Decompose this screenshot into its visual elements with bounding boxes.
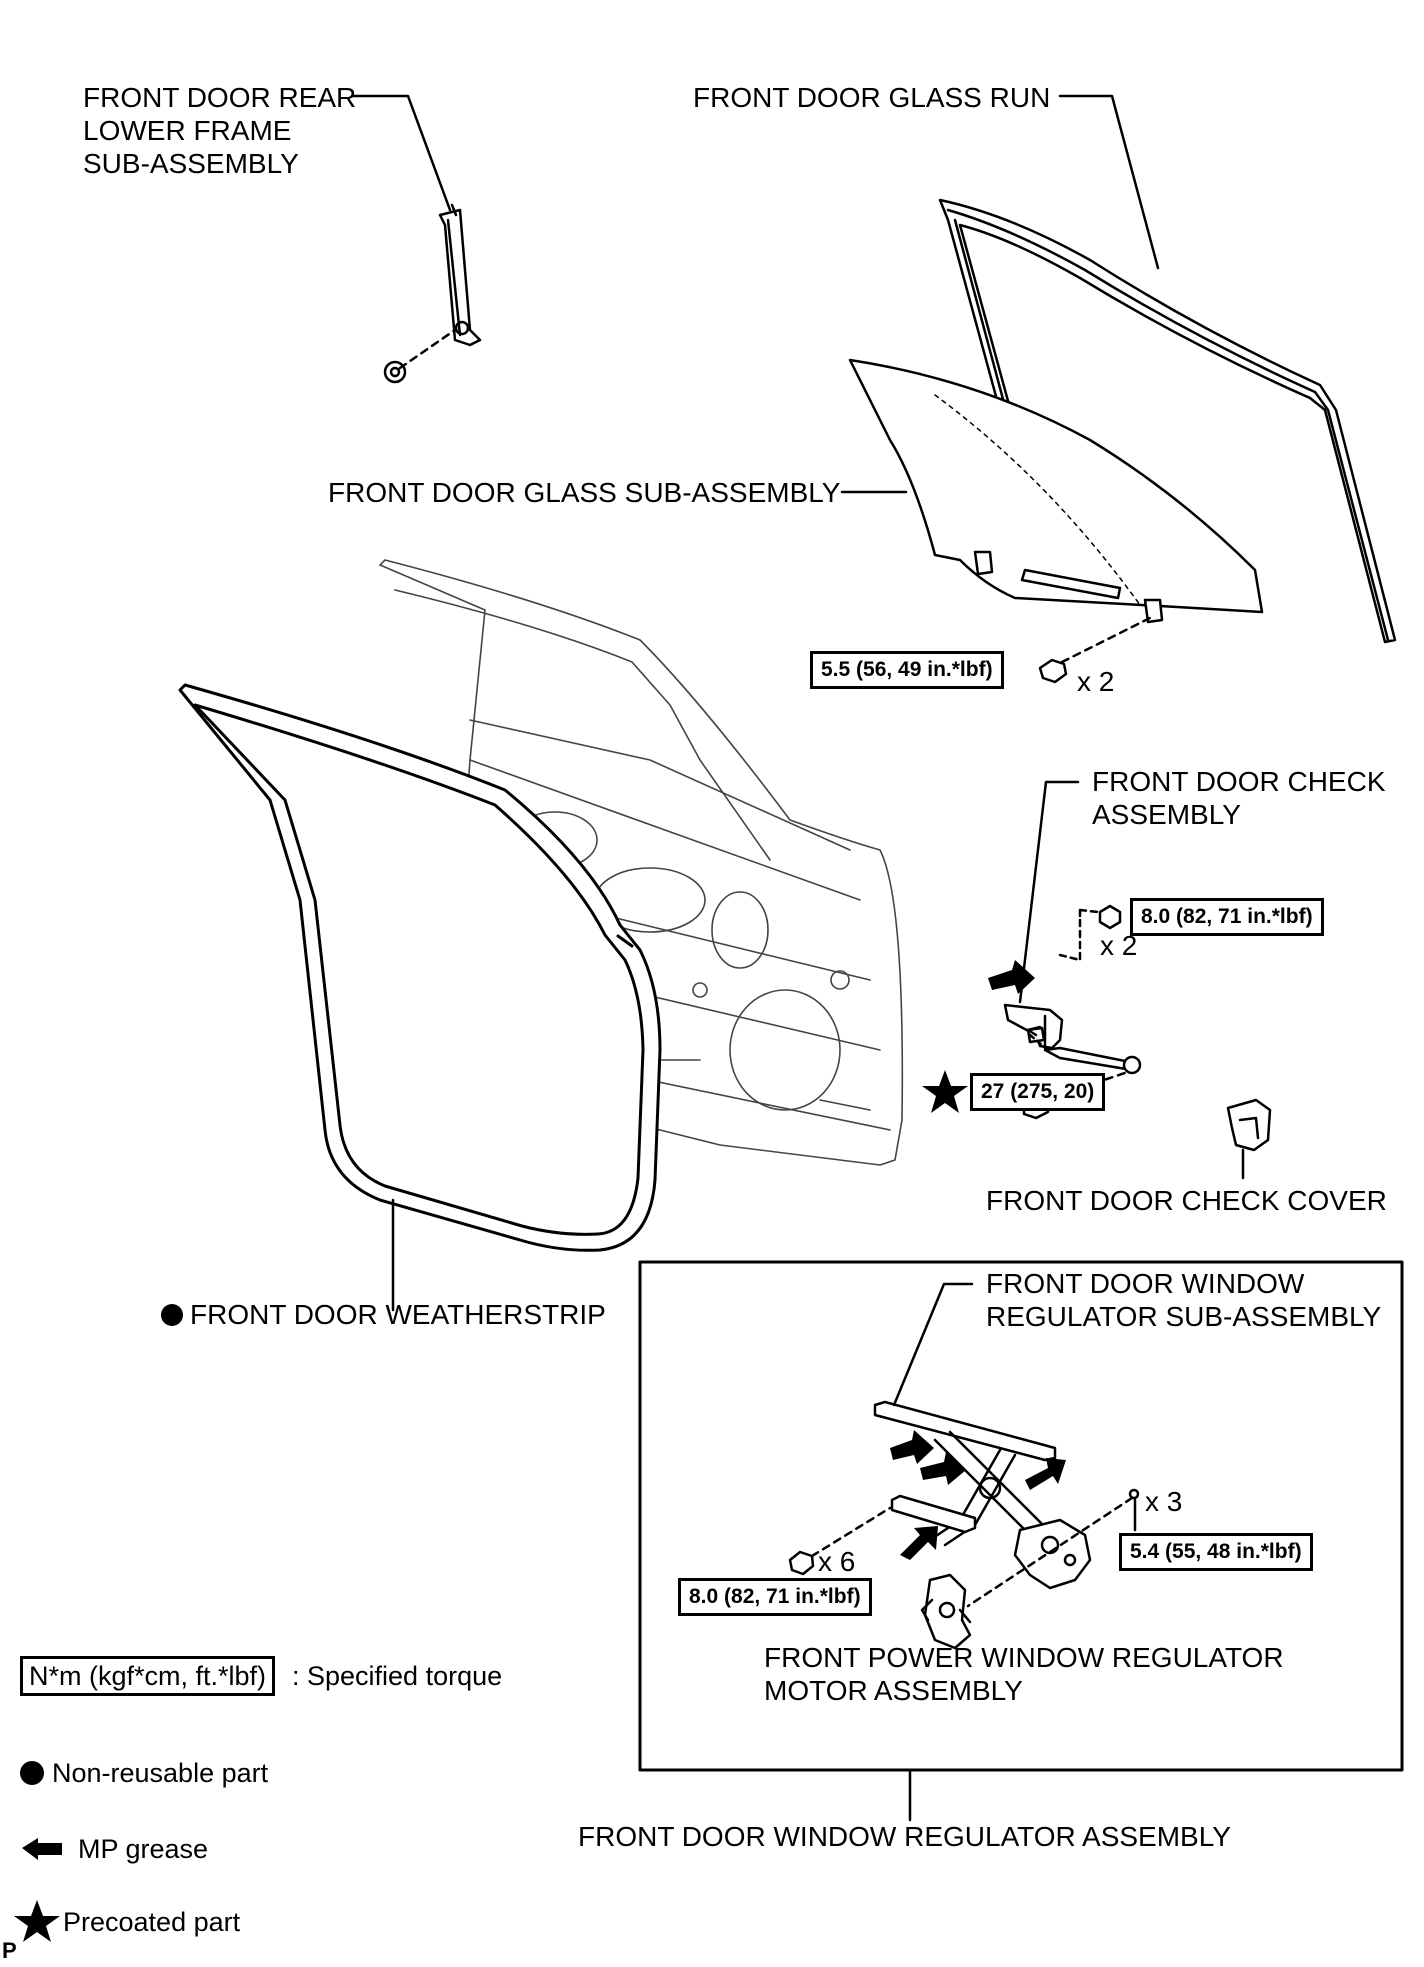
legend-grease-text: MP grease — [78, 1834, 209, 1864]
regulator-bolt — [788, 1506, 892, 1576]
label-window-reg-assembly: FRONT DOOR WINDOW REGULATOR ASSEMBLY — [578, 1821, 1231, 1852]
weatherstrip-part — [178, 683, 662, 1252]
torque-glass-bolt: 5.5 (56, 49 in.*lbf) — [810, 651, 1004, 689]
legend-torque-text: : Specified torque — [292, 1661, 503, 1691]
glass-run-leader — [1058, 94, 1160, 270]
label-motor-1: FRONT POWER WINDOW REGULATOR — [764, 1642, 1284, 1673]
label-rear-lower-frame-1: FRONT DOOR REAR — [83, 82, 357, 113]
label-glass-sub: FRONT DOOR GLASS SUB-ASSEMBLY — [328, 477, 841, 508]
star-mark-check-bolt — [922, 1070, 968, 1113]
label-glass-run: FRONT DOOR GLASS RUN — [693, 82, 1051, 113]
motor-screw — [966, 1488, 1140, 1608]
count-motor-screw: x 3 — [1145, 1486, 1183, 1517]
window-regulator-part — [873, 1400, 1092, 1590]
nonreusable-mark-weatherstrip — [161, 1304, 183, 1326]
label-check-assembly-1: FRONT DOOR CHECK — [1092, 766, 1386, 797]
legend-star-icon — [14, 1900, 60, 1942]
label-check-assembly-2: ASSEMBLY — [1092, 799, 1241, 830]
torque-check-bolt: 27 (275, 20) — [970, 1073, 1106, 1111]
label-check-cover: FRONT DOOR CHECK COVER — [986, 1185, 1387, 1216]
torque-regulator-bolt: 8.0 (82, 71 in.*lbf) — [678, 1578, 872, 1616]
rear-lower-frame-part — [438, 203, 482, 347]
glass-sub-part — [848, 358, 1264, 624]
label-weatherstrip: FRONT DOOR WEATHERSTRIP — [190, 1299, 606, 1330]
label-window-reg-sub-2: REGULATOR SUB-ASSEMBLY — [986, 1301, 1382, 1332]
legend-precoated-text: Precoated part — [63, 1907, 241, 1937]
count-check-nut: x 2 — [1100, 930, 1138, 961]
count-regulator-bolt: x 6 — [818, 1546, 856, 1577]
label-rear-lower-frame-3: SUB-ASSEMBLY — [83, 148, 299, 179]
torque-check-nut: 8.0 (82, 71 in.*lbf) — [1130, 898, 1324, 936]
door-check-part — [1003, 1003, 1142, 1075]
rear-lower-frame-bolt — [383, 328, 457, 384]
motor-leader — [958, 1608, 972, 1624]
legend-torque-box: N*m (kgf*cm, ft.*lbf) — [20, 1656, 276, 1696]
window-regulator-leader — [892, 1282, 974, 1407]
label-motor-2: MOTOR ASSEMBLY — [764, 1675, 1023, 1706]
legend-nonreusable-icon — [20, 1761, 44, 1785]
legend-nonreusable-text: Non-reusable part — [52, 1758, 269, 1788]
window-regulator-box — [638, 1260, 1404, 1772]
check-bolt-lower — [1026, 1025, 1042, 1032]
grease-arrows — [890, 960, 1066, 1560]
label-window-reg-sub-1: FRONT DOOR WINDOW — [986, 1268, 1305, 1299]
glass-bolt — [1038, 616, 1152, 684]
corner-mark: P — [2, 1938, 17, 1963]
window-motor-part — [920, 1573, 972, 1650]
torque-motor-screw: 5.4 (55, 48 in.*lbf) — [1119, 1533, 1313, 1571]
check-cover-part — [1226, 1098, 1272, 1152]
legend-grease-icon — [22, 1838, 62, 1860]
rear-lower-frame-leader — [350, 94, 452, 212]
label-rear-lower-frame-2: LOWER FRAME — [83, 115, 292, 146]
check-nut — [1058, 904, 1122, 962]
count-glass-bolt: x 2 — [1077, 666, 1115, 697]
door-check-leader — [1018, 780, 1080, 1004]
